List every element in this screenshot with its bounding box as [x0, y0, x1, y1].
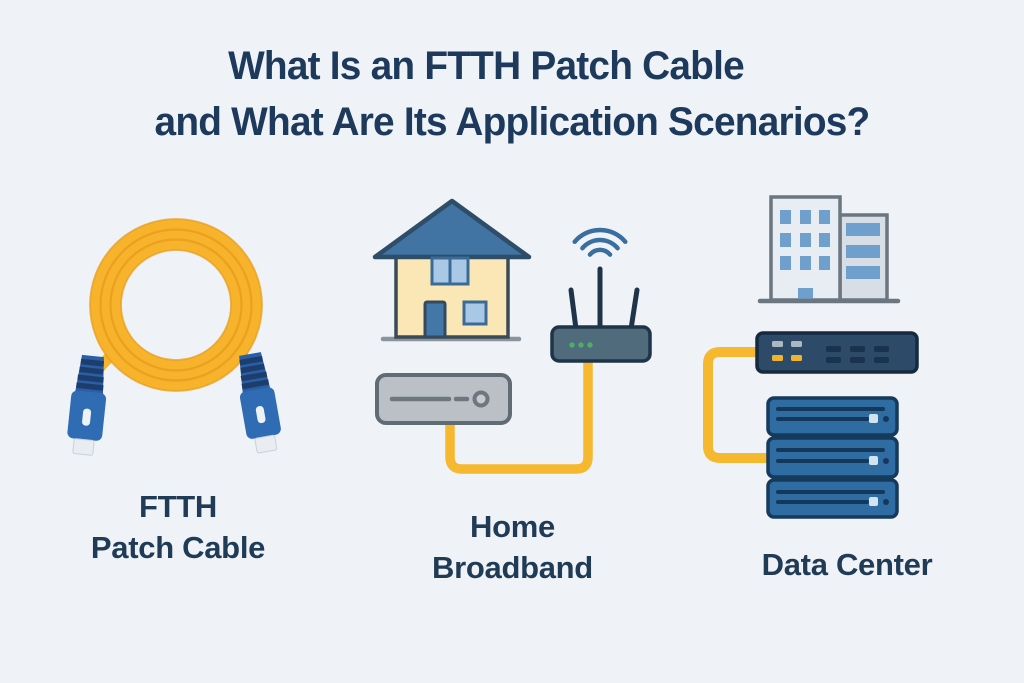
switch-ports — [772, 341, 889, 363]
roof — [372, 198, 532, 260]
server-unit — [766, 478, 899, 519]
led-indicators — [569, 342, 593, 348]
ftth-patch-cable-illustration — [64, 218, 285, 457]
coiled-fiber-cable-icon — [89, 218, 263, 392]
house-icon — [372, 198, 532, 342]
server-rack-icon — [766, 396, 899, 519]
wifi-signal-icon — [572, 227, 628, 257]
network-switch-icon — [755, 331, 919, 374]
sc-connector-icon-left — [64, 353, 111, 457]
modem-icon — [375, 373, 512, 425]
server-unit — [766, 396, 899, 437]
label-line: Broadband — [432, 550, 593, 585]
fiber-patch-cord-connection — [703, 347, 770, 463]
label-ftth-patch-cable: FTTH Patch Cable — [58, 486, 298, 568]
title-line-2: and What Are Its Application Scenarios? — [154, 100, 871, 144]
label-line: Patch Cable — [90, 530, 266, 565]
fiber-patch-cord-connection — [445, 355, 593, 474]
label-line: Home — [470, 509, 555, 544]
page-title: What Is an FTTH Patch Cable and What Are… — [0, 38, 1024, 150]
server-unit — [766, 436, 899, 479]
sc-connector-icon-right — [232, 350, 285, 456]
building-door — [798, 288, 813, 300]
wifi-router-icon — [550, 266, 652, 363]
title-line-1: What Is an FTTH Patch Cable — [228, 44, 745, 88]
label-home-broadband: Home Broadband — [390, 506, 635, 588]
door — [423, 300, 447, 339]
label-line: FTTH — [139, 489, 217, 524]
antennas — [568, 266, 640, 332]
home-broadband-illustration — [372, 198, 652, 474]
label-line: Data Center — [761, 547, 933, 582]
office-buildings-icon — [757, 195, 901, 304]
label-data-center: Data Center — [718, 544, 976, 585]
lower-window — [462, 300, 488, 326]
data-center-illustration — [703, 195, 919, 519]
